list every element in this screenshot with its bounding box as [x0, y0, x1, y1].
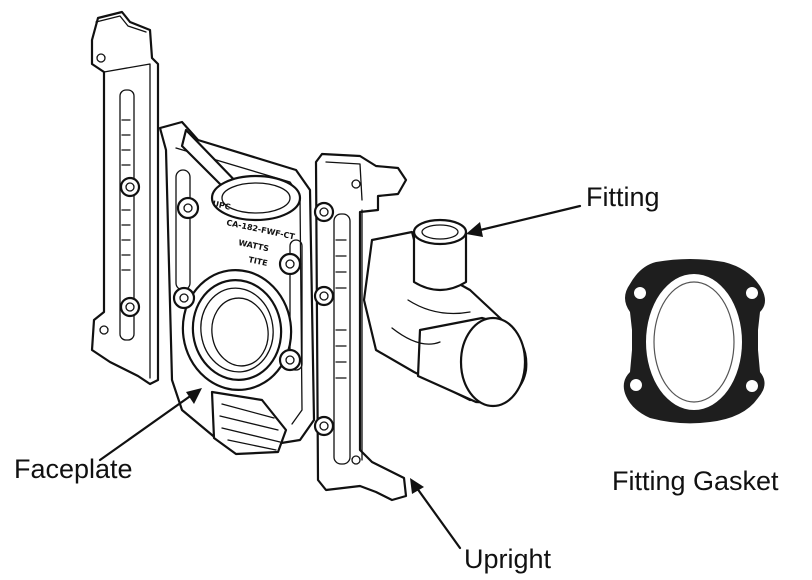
fitting-label: Fitting: [586, 182, 660, 212]
callout-fitting: [466, 204, 582, 237]
callout-upright: [410, 478, 462, 550]
fitting-body: [362, 218, 528, 408]
right-upright: [313, 152, 408, 502]
left-upright: [90, 10, 160, 386]
callout-faceplate: [98, 388, 202, 462]
fitting-gasket-label: Fitting Gasket: [612, 466, 779, 496]
faceplate-label: Faceplate: [14, 454, 133, 484]
upright-label: Upright: [464, 544, 552, 574]
faceplate-marking-4: TITE: [248, 255, 269, 268]
faceplate: UPC CA-182-FWF-CT WATTS TITE: [158, 120, 316, 456]
faceplate-marking-1: UPC: [212, 199, 232, 212]
fitting-gasket: [623, 259, 765, 424]
